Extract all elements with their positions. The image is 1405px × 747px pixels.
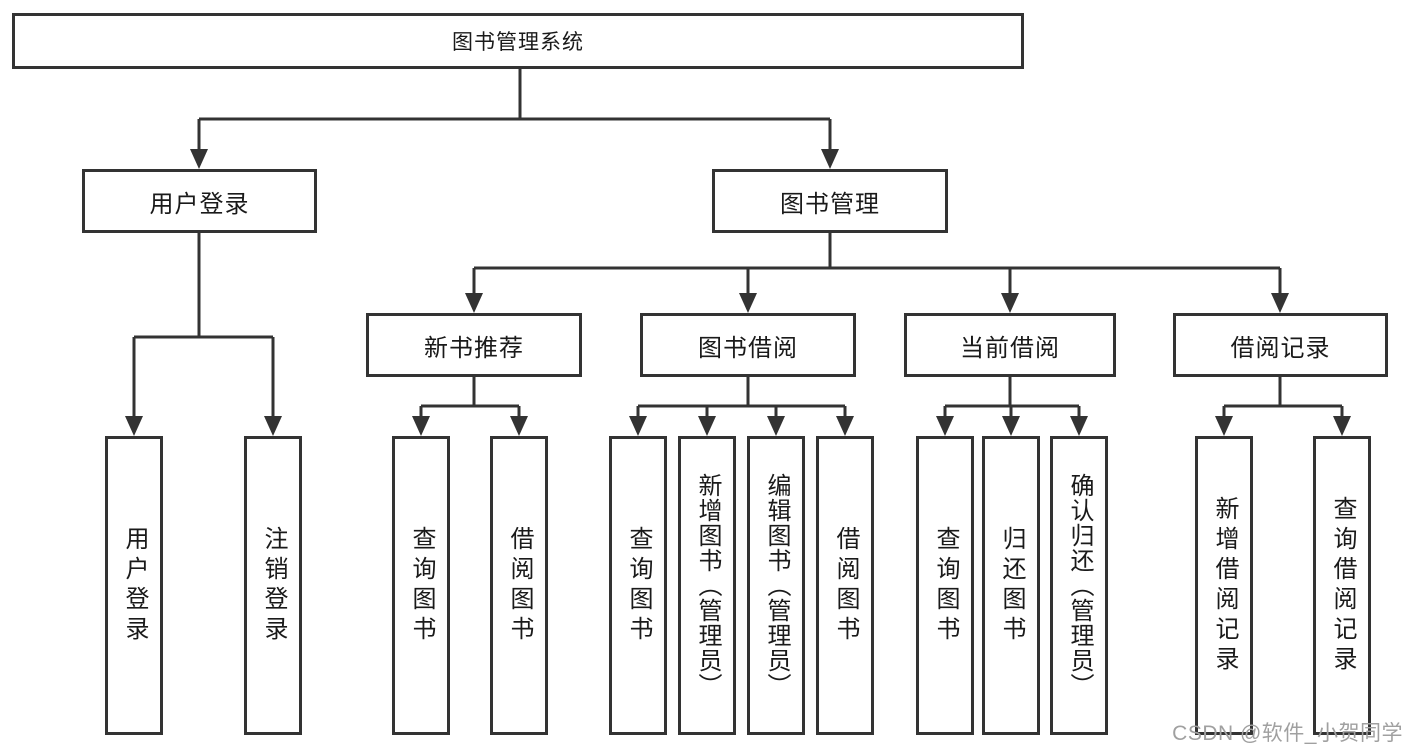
- leaf-label: 注销登录: [260, 525, 287, 646]
- watermark: CSDN @软件_小贺同学: [1172, 722, 1403, 745]
- node-label: 用户登录: [149, 190, 250, 218]
- leaf-query-books-borrowing: 查询图书: [609, 436, 667, 735]
- leaf-edit-books-admin: 编辑图书（管理员）: [747, 436, 805, 735]
- leaf-label: 借阅图书: [506, 525, 533, 646]
- node-new-book-recommendation: 新书推荐: [366, 313, 582, 377]
- leaf-label: 查询图书: [932, 525, 959, 646]
- node-library-management-system: 图书管理系统: [12, 13, 1024, 69]
- node-user-login: 用户登录: [82, 169, 317, 233]
- node-borrowing-records: 借阅记录: [1173, 313, 1388, 377]
- leaf-label: 查询图书: [408, 525, 435, 646]
- node-label: 图书管理: [780, 190, 880, 218]
- node-label: 图书管理系统: [452, 31, 584, 54]
- leaf-user-login: 用户登录: [105, 436, 163, 735]
- node-label: 新书推荐: [424, 334, 524, 362]
- leaf-query-books-recommend: 查询图书: [392, 436, 450, 735]
- leaf-label: 新增图书（管理员）: [694, 473, 721, 698]
- leaf-label: 借阅图书: [832, 525, 859, 646]
- leaf-label: 查询借阅记录: [1329, 495, 1356, 676]
- node-book-management: 图书管理: [712, 169, 948, 233]
- leaf-query-books-current: 查询图书: [916, 436, 974, 735]
- leaf-borrow-books-borrowing: 借阅图书: [816, 436, 874, 735]
- leaf-label: 归还图书: [998, 525, 1025, 646]
- node-label: 当前借阅: [960, 334, 1060, 362]
- leaf-label: 查询图书: [625, 525, 652, 646]
- leaf-query-borrow-record: 查询借阅记录: [1313, 436, 1371, 735]
- leaf-confirm-return-admin: 确认归还（管理员）: [1050, 436, 1108, 735]
- leaf-logout-login: 注销登录: [244, 436, 302, 735]
- leaf-add-books-admin: 新增图书（管理员）: [678, 436, 736, 735]
- arrowheads: [125, 149, 1351, 436]
- leaf-add-borrow-record: 新增借阅记录: [1195, 436, 1253, 735]
- leaf-borrow-books-recommend: 借阅图书: [490, 436, 548, 735]
- leaf-label: 新增借阅记录: [1211, 495, 1238, 676]
- leaf-label: 用户登录: [121, 525, 148, 646]
- node-label: 图书借阅: [698, 334, 798, 362]
- node-book-borrowing: 图书借阅: [640, 313, 856, 377]
- leaf-return-books: 归还图书: [982, 436, 1040, 735]
- leaf-label: 确认归还（管理员）: [1066, 473, 1093, 698]
- node-current-borrowing: 当前借阅: [904, 313, 1116, 377]
- leaf-label: 编辑图书（管理员）: [763, 473, 790, 698]
- node-label: 借阅记录: [1230, 334, 1331, 362]
